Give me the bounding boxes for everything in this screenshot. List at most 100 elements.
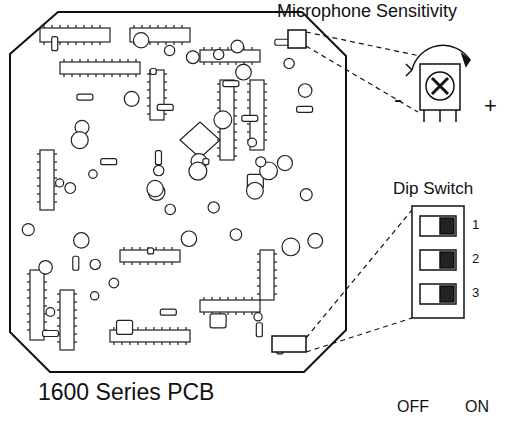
ic-pin	[121, 342, 122, 345]
label: 1600 Series PCB	[38, 380, 214, 405]
capacitor	[65, 183, 76, 194]
dip-switch-zoom	[412, 206, 464, 318]
capacitor	[186, 51, 199, 64]
ic-pin	[71, 74, 72, 77]
ic-pin	[67, 42, 68, 45]
ic-pin	[181, 25, 182, 28]
capacitor	[46, 308, 55, 317]
ic-pin	[165, 25, 166, 28]
ic-pin	[57, 325, 60, 326]
capacitor	[277, 156, 292, 171]
ic-chip	[40, 150, 54, 210]
ic-pin	[135, 59, 136, 62]
ic-pin	[169, 327, 170, 330]
ic-pin	[217, 107, 220, 108]
ic-pin	[57, 301, 60, 302]
capacitor	[230, 229, 242, 241]
resistor	[101, 159, 117, 165]
ic-pin	[149, 42, 150, 45]
ic-pin	[27, 297, 30, 298]
ic-pin	[247, 131, 250, 132]
ic-pin	[113, 342, 114, 345]
ic-pin	[264, 91, 267, 92]
ic-pin	[247, 91, 250, 92]
ic-pin	[51, 25, 52, 28]
ic-pin	[74, 333, 77, 334]
resistor	[77, 94, 93, 100]
ic-pin	[264, 139, 267, 140]
ic-pin	[257, 253, 260, 254]
ic-pin	[139, 247, 140, 250]
capacitor	[236, 64, 252, 80]
ic-pin	[247, 107, 250, 108]
label: OFF	[397, 398, 429, 416]
ic-pin	[211, 62, 212, 65]
resistor	[73, 256, 79, 270]
ic-pin	[119, 74, 120, 77]
ic-pin	[57, 293, 60, 294]
ic-pin	[217, 91, 220, 92]
capacitor	[181, 231, 197, 247]
component	[180, 122, 220, 158]
capacitor	[74, 233, 89, 248]
ic-pin	[251, 312, 252, 315]
ic-pin	[234, 115, 237, 116]
ic-pin	[135, 74, 136, 77]
ic-pin	[147, 262, 148, 265]
ic-pin	[79, 74, 80, 77]
ic-pin	[234, 91, 237, 92]
ic-pin	[37, 161, 40, 162]
ic-pin	[127, 59, 128, 62]
ic-pin	[91, 25, 92, 28]
ic-pin	[243, 297, 244, 300]
capacitor	[284, 58, 294, 68]
ic-pin	[171, 247, 172, 250]
ic-pin	[37, 153, 40, 154]
ic-pin	[63, 74, 64, 77]
ic-pin	[59, 25, 60, 28]
leader-line	[306, 46, 418, 112]
capacitor	[208, 202, 219, 213]
ic-pin	[203, 297, 204, 300]
ic-pin	[257, 261, 260, 262]
ic-pin	[234, 139, 237, 140]
ic-pin	[43, 42, 44, 45]
capacitor	[109, 278, 119, 288]
ic-pin	[75, 42, 76, 45]
ic-chip	[30, 270, 44, 340]
ic-pin	[95, 74, 96, 77]
ic-pin	[235, 297, 236, 300]
ic-pin	[74, 309, 77, 310]
ic-pin	[177, 342, 178, 345]
ic-pin	[139, 262, 140, 265]
resistor	[52, 37, 58, 51]
ic-pin	[43, 25, 44, 28]
ic-pin	[145, 342, 146, 345]
ic-pin	[57, 309, 60, 310]
resistor	[210, 314, 226, 328]
ic-pin	[164, 81, 167, 82]
ic-pin	[274, 253, 277, 254]
ic-pin	[111, 59, 112, 62]
ic-pin	[44, 321, 47, 322]
ic-pin	[27, 273, 30, 274]
ic-pin	[257, 277, 260, 278]
ic-pin	[155, 247, 156, 250]
ic-pin	[227, 297, 228, 300]
ic-pin	[251, 62, 252, 65]
ic-pin	[63, 59, 64, 62]
label: Microphone Sensitivity	[277, 2, 457, 22]
ic-pin	[219, 62, 220, 65]
ic-pin	[147, 105, 150, 106]
resistor	[297, 106, 313, 112]
resistor	[157, 104, 173, 110]
capacitor	[89, 170, 97, 178]
ic-chip	[260, 250, 274, 300]
dip-switch	[272, 336, 306, 352]
ic-pin	[44, 297, 47, 298]
ic-pin	[211, 47, 212, 50]
ic-pin	[251, 47, 252, 50]
ic-pin	[99, 25, 100, 28]
ic-chip	[60, 290, 74, 350]
capacitor	[90, 292, 98, 300]
